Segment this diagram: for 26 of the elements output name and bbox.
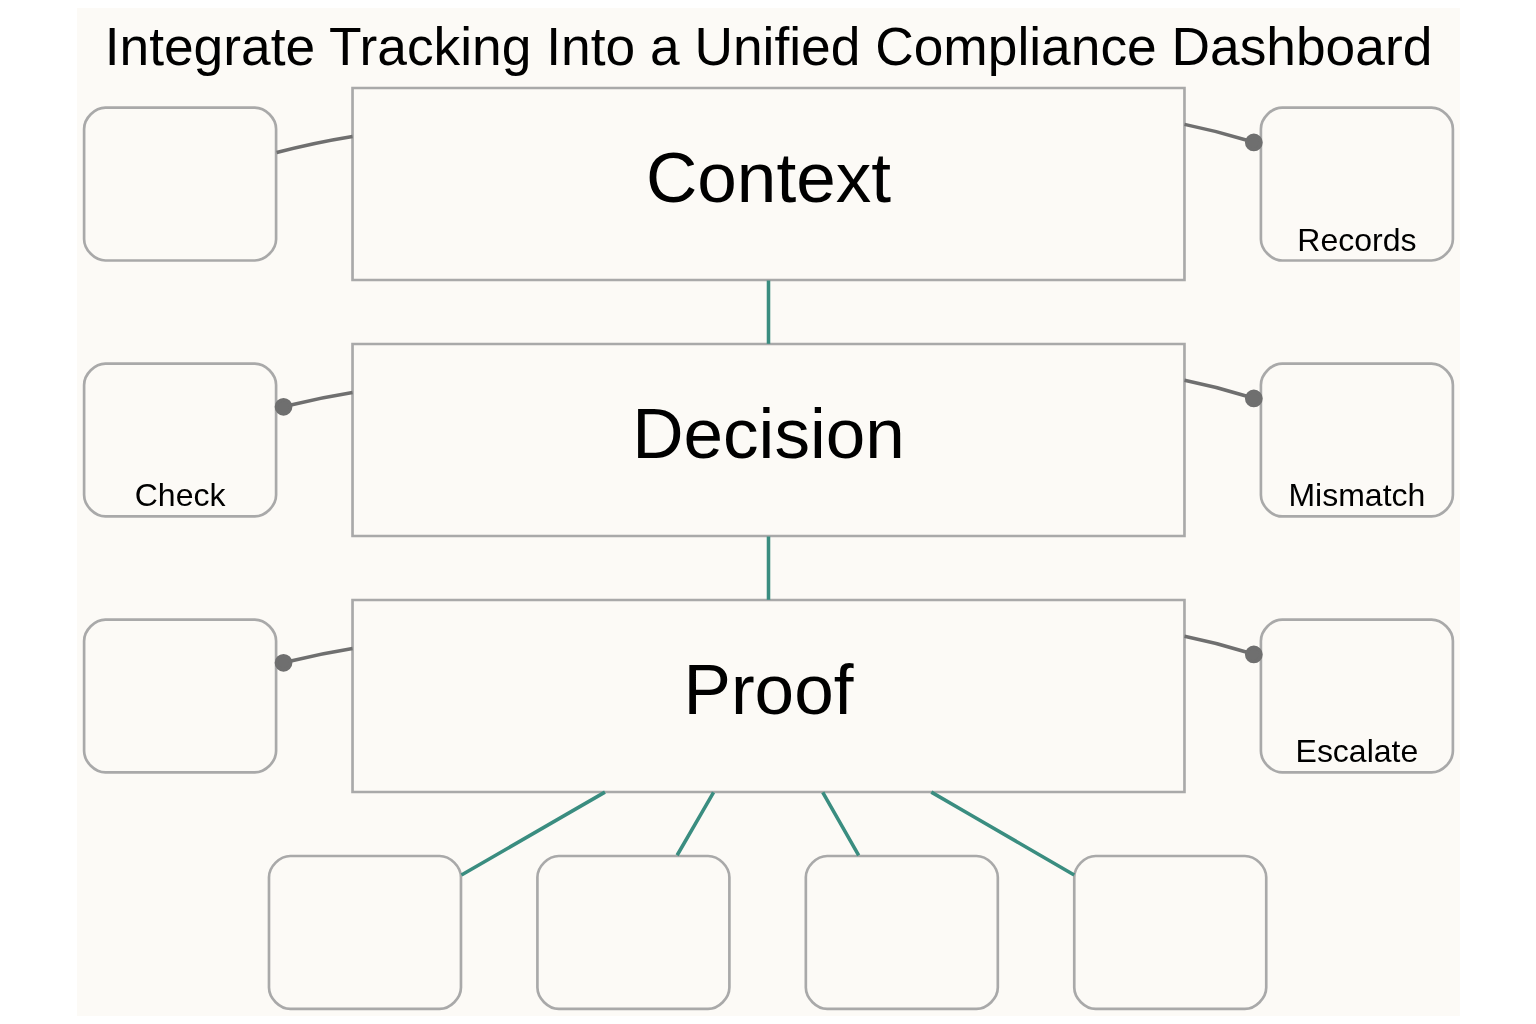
connector [275, 134, 353, 155]
connector [766, 280, 770, 344]
node-box [535, 854, 731, 1011]
node-box [804, 854, 999, 1011]
diagram-title: Integrate Tracking Into a Unified Compliance Dashboard [104, 16, 1432, 76]
connector [675, 791, 715, 857]
connector [274, 646, 353, 672]
node-box: Proof [350, 598, 1186, 794]
connector [766, 536, 770, 600]
node-box [267, 854, 462, 1011]
node-box: Context [350, 86, 1186, 282]
node-box: Mismatch [1259, 362, 1454, 518]
connector [820, 791, 860, 857]
node-box [1072, 854, 1268, 1011]
node-box: Check [82, 362, 277, 518]
node-box [82, 618, 277, 774]
connector [1183, 122, 1263, 152]
connector [460, 790, 606, 877]
connector [1183, 378, 1263, 408]
node-box: Decision [350, 342, 1186, 538]
node-box: Records [1259, 106, 1454, 262]
connector [929, 790, 1075, 877]
connector [274, 390, 353, 416]
connector [1183, 634, 1263, 664]
node-box [82, 106, 277, 262]
node-box: Escalate [1259, 618, 1454, 774]
